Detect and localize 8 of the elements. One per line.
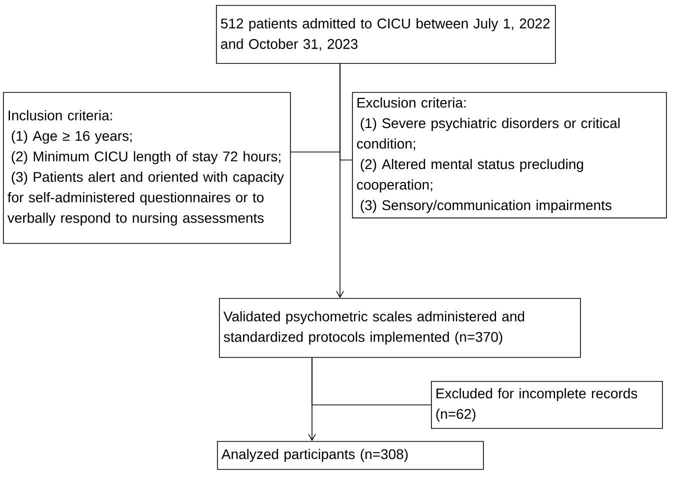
flow-box: Validated psychometric scales administered and standardized protocols implemented (n=370) (219, 298, 581, 358)
branch-line (312, 357, 432, 406)
branch-line (340, 63, 352, 160)
flow-box: Analyzed participants (n=308) (217, 441, 484, 470)
flow-box: Inclusion criteria: (1) Age ≥ 16 years; (2) Minimum CICU length of stay 72 hours; (3) Patients alert and oriented with capacity for self-administered questionnaires or to verbally respond to nursing assessments (3, 92, 291, 244)
flow-box: Excluded for incomplete records (n=62) (431, 381, 663, 429)
flow-box: Exclusion criteria: (1) Severe psychiatric disorders or critical condition; (2) Altered mental status precluding cooperation; (3) Sensory/communication impairments (352, 92, 667, 218)
flow-box: 512 patients admitted to CICU between July 1, 2022 and October 31, 2023 (216, 5, 556, 64)
